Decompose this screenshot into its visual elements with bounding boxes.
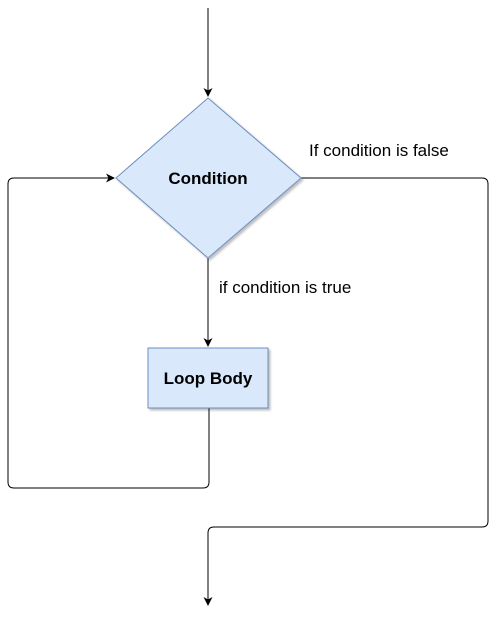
loop-body-box xyxy=(147,347,269,409)
true-branch-label: if condition is true xyxy=(219,278,351,297)
loop-body-label: Loop Body xyxy=(164,369,253,388)
false-branch-arrow xyxy=(203,177,489,606)
condition-diamond xyxy=(115,97,302,259)
loop-back-arrow xyxy=(7,173,210,489)
condition-label: Condition xyxy=(168,169,247,188)
false-branch-label: If condition is false xyxy=(309,141,449,160)
